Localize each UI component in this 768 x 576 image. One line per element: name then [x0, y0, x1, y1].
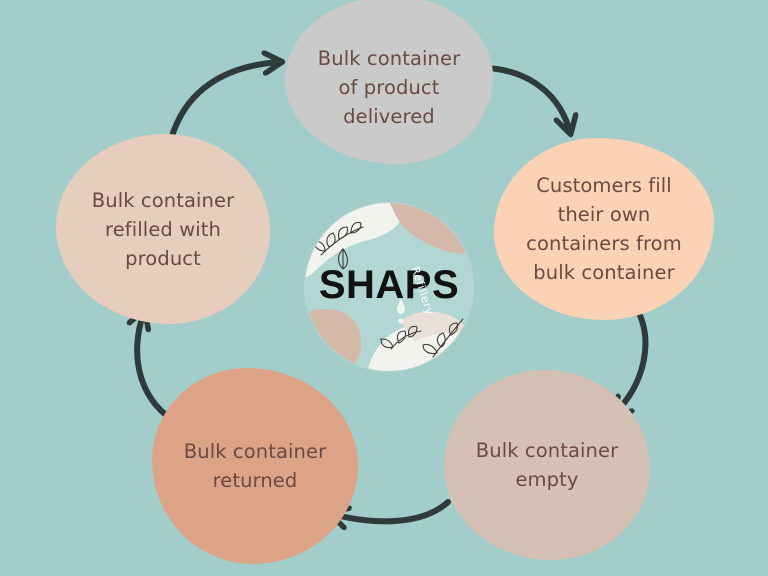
step-delivered-label: Bulk container of product delivered: [317, 46, 461, 128]
step-customers-fill: Customers fill their own containers from…: [494, 138, 714, 320]
step-returned: Bulk container returned: [152, 368, 358, 564]
step-refilled: Bulk container refilled with product: [56, 134, 270, 324]
logo-title: SHAPS: [318, 263, 460, 307]
step-customers-fill-label: Customers fill their own containers from…: [526, 174, 682, 284]
step-returned-label: Bulk container returned: [183, 440, 327, 492]
step-empty: Bulk container empty: [444, 370, 650, 560]
step-empty-label: Bulk container empty: [475, 439, 619, 491]
step-refilled-label: Bulk container refilled with product: [91, 188, 235, 270]
shaps-logo: SHAPS Refillery: [303, 201, 475, 373]
arrow-left-to-top: [169, 62, 280, 139]
logo-emblem: [304, 202, 474, 372]
step-delivered: Bulk container of product delivered: [285, 0, 493, 164]
arrow-bottom-right-to-bottom-left: [332, 499, 451, 521]
